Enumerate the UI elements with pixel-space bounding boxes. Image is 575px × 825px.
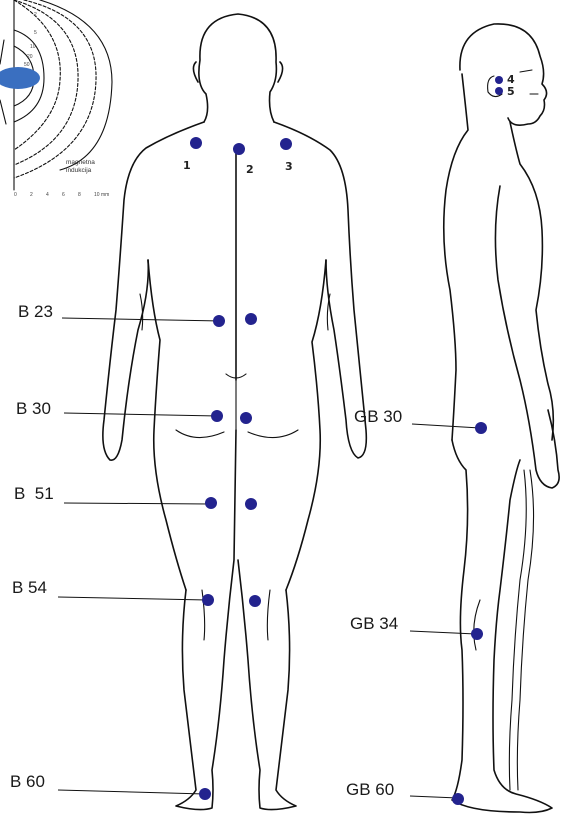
point-number-1: 1 [183, 159, 191, 172]
point-2 [233, 143, 245, 155]
scale-label: 4 [46, 192, 49, 198]
label-b23: B 23 [18, 302, 53, 321]
point-gb30 [475, 422, 487, 434]
side-figure [444, 24, 559, 813]
point-b54-right [249, 595, 261, 607]
label-gb34: GB 34 [350, 614, 398, 633]
point-b23-left [213, 315, 225, 327]
field-label: 20 [27, 54, 33, 60]
point-b54-left [202, 594, 214, 606]
inset-caption: indukcija [66, 167, 92, 174]
point-3 [280, 138, 292, 150]
back-figure [103, 14, 366, 810]
field-label: 10 [30, 44, 36, 50]
label-b54: B 54 [12, 578, 47, 597]
label-b30: B 30 [16, 399, 51, 418]
leader-lines [58, 318, 480, 798]
magnet-shape [0, 67, 40, 89]
point-number-5: 5 [507, 85, 515, 98]
label-b60: B 60 [10, 772, 45, 791]
gb60-leader [410, 796, 458, 798]
inset-caption: magnetna [66, 159, 95, 166]
label-b51: B 51 [14, 484, 54, 503]
scale-label: 6 [62, 192, 65, 198]
magnetic-field-inset: 2 5 10 20 50 magnetna indukcija 0 2 4 6 … [0, 0, 112, 198]
field-lines [0, 0, 112, 190]
point-b23-right [245, 313, 257, 325]
point-gb60 [452, 793, 464, 805]
point-b51-right [245, 498, 257, 510]
b51-leader [64, 503, 210, 504]
point-b51-left [205, 497, 217, 509]
point-number-2: 2 [246, 163, 254, 176]
scale-label: 10 mm [94, 192, 109, 198]
acupoints [190, 76, 503, 805]
field-label: 2 [34, 12, 37, 18]
point-4 [495, 76, 503, 84]
point-gb34 [471, 628, 483, 640]
field-label: 50 [24, 62, 30, 68]
point-5 [495, 87, 503, 95]
point-b60 [199, 788, 211, 800]
label-gb30: GB 30 [354, 407, 402, 426]
scale-label: 0 [14, 192, 17, 198]
gb30-leader [412, 424, 480, 428]
point-b30-left [211, 410, 223, 422]
gb34-leader [410, 631, 476, 634]
point-number-3: 3 [285, 160, 293, 173]
point-b30-right [240, 412, 252, 424]
scale-label: 8 [78, 192, 81, 198]
field-label: 5 [34, 30, 37, 36]
b30-leader [64, 413, 218, 416]
point-1 [190, 137, 202, 149]
scale-label: 2 [30, 192, 33, 198]
b60-leader [58, 790, 205, 794]
label-gb60: GB 60 [346, 780, 394, 799]
